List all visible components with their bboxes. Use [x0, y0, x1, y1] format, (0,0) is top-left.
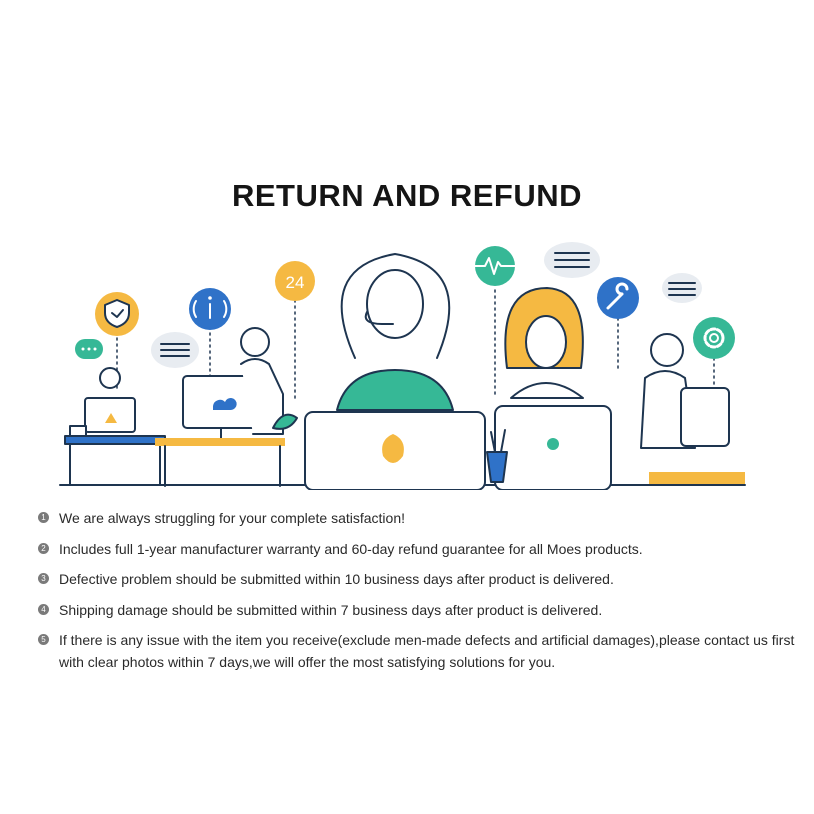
policy-item: 2 Includes full 1-year manufacturer warra… [38, 538, 798, 560]
info-icon [189, 288, 231, 330]
chat-bubble-icon [75, 339, 103, 359]
person-orange-hair [486, 287, 612, 490]
person-man-monitor [155, 327, 298, 487]
bullet-number: 2 [38, 542, 49, 554]
page-title: RETURN AND REFUND [231, 178, 583, 213]
person-right-man [640, 333, 745, 484]
gear-icon [693, 317, 735, 359]
policy-item: 3 Defective problem should be submitted w… [38, 568, 798, 590]
policy-item: 4 Shipping damage should be submitted wit… [38, 599, 798, 621]
message-lines-icon [151, 332, 199, 368]
heartbeat-icon [474, 246, 516, 286]
support-24-icon: 24 [275, 261, 315, 301]
bullet-number: 3 [38, 573, 49, 584]
notes-icon [662, 273, 702, 303]
policy-item: 5 If there is any issue with the item you… [38, 629, 798, 673]
person-left-desk [64, 367, 166, 486]
bullet-number: 5 [38, 634, 49, 645]
person-center-woman [304, 253, 486, 490]
bullet-number: 1 [38, 512, 49, 523]
policy-text: If there is any issue with the item you … [59, 632, 795, 670]
document-lines-icon [544, 242, 600, 278]
policy-text: Shipping damage should be submitted with… [59, 601, 603, 618]
bullet-number: 4 [38, 603, 49, 615]
policy-text: Includes full 1-year manufacturer warran… [59, 540, 643, 557]
policy-text: We are always struggling for your comple… [59, 510, 406, 526]
policy-item: 1 We are always struggling for your compl… [38, 507, 798, 529]
customer-service-illustration: 24 [59, 242, 746, 490]
policy-text: Defective problem should be submitted wi… [59, 571, 614, 587]
shield-icon [95, 292, 139, 336]
wrench-icon [597, 277, 639, 319]
svg-text:24: 24 [286, 273, 305, 292]
policy-list: 1 We are always struggling for your compl… [38, 507, 798, 682]
